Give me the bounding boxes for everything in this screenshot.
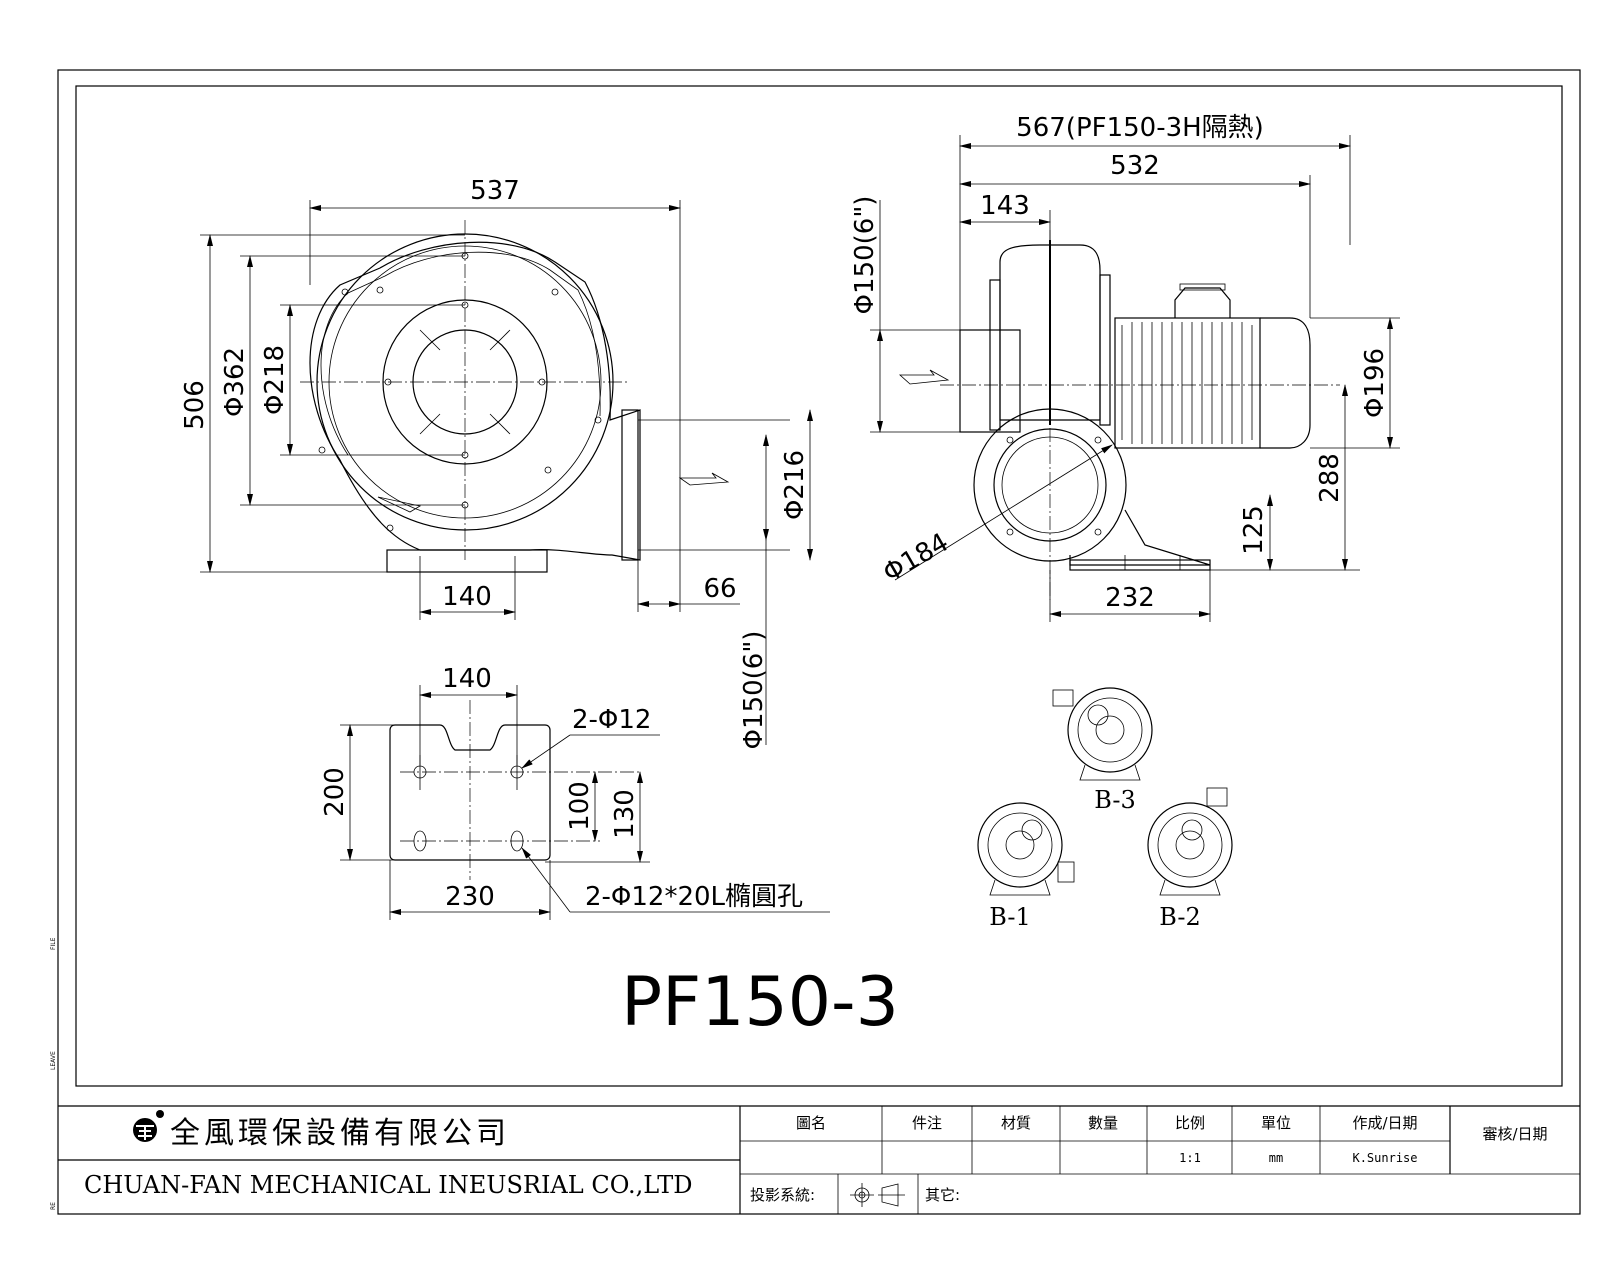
model-title: PF150-3 — [621, 963, 899, 1042]
value-author: K.Sunrise — [1352, 1151, 1417, 1165]
header-material: 材質 — [1001, 1114, 1031, 1132]
company-logo-icon — [133, 1110, 164, 1142]
dim-volute-dia: Φ184 — [878, 528, 954, 589]
dim-width: 537 — [470, 176, 520, 206]
margin-label-leave: LEAVE — [50, 1051, 57, 1070]
company-name-cn: 全風環保設備有限公司 — [170, 1116, 510, 1151]
dim-dia-outer: Φ362 — [220, 347, 250, 417]
dim-height: 506 — [180, 380, 210, 430]
dim-dia-inner: Φ218 — [260, 345, 290, 415]
value-scale: 1:1 — [1179, 1151, 1201, 1165]
dim-base-length: 232 — [1105, 583, 1155, 613]
dim-inlet-size: Φ150(6") — [850, 196, 880, 315]
header-unit: 單位 — [1261, 1114, 1291, 1132]
orientation-b1: B-1 — [977, 802, 1075, 931]
dim-outlet-size: Φ150(6") — [739, 631, 769, 750]
dim-inlet-offset: 143 — [980, 191, 1030, 221]
dim-length-insulated: 567(PF150-3H隔熱) — [1016, 113, 1264, 143]
dim-outlet-offset: 66 — [703, 574, 736, 604]
dim-inner-spacing: 100 — [565, 781, 595, 831]
header-quantity: 數量 — [1088, 1114, 1118, 1132]
note-holes: 2-Φ12 — [572, 705, 651, 735]
projection-symbol-icon — [850, 1183, 905, 1207]
company-name-en: CHUAN-FAN MECHANICAL INEUSRIAL CO.,LTD — [84, 1171, 692, 1199]
header-author-date: 作成/日期 — [1352, 1114, 1417, 1132]
side-view-dimensions: 567(PF150-3H隔熱) 532 143 Φ150(6") Φ196 28… — [850, 113, 1400, 622]
margin-label-file: FILE — [50, 937, 57, 950]
note-slots: 2-Φ12*20L橢圓孔 — [585, 882, 803, 912]
dim-plate-width: 230 — [445, 882, 495, 912]
orientation-b3: B-3 — [1052, 687, 1153, 814]
dim-outer-spacing: 130 — [610, 789, 640, 839]
dim-length: 532 — [1110, 151, 1160, 181]
header-name: 圖名 — [796, 1114, 826, 1132]
front-view — [300, 220, 790, 573]
projection-label: 投影系統: — [750, 1186, 815, 1204]
header-part: 件注 — [912, 1114, 942, 1132]
margin-label-re: RE — [50, 1202, 57, 1210]
outer-border — [57, 69, 1581, 1215]
dim-plate-length: 200 — [320, 767, 350, 817]
inner-border — [75, 85, 1563, 1087]
dim-height-side: 288 — [1315, 453, 1345, 503]
dim-shaft-height: 125 — [1239, 505, 1269, 555]
dim-hole-spacing: 140 — [442, 664, 492, 694]
label-b1: B-1 — [989, 903, 1030, 931]
value-unit: mm — [1269, 1151, 1283, 1165]
label-b3: B-3 — [1094, 786, 1135, 814]
dim-outlet-dia: Φ216 — [780, 450, 810, 520]
other-label: 其它: — [925, 1186, 960, 1204]
side-view — [898, 230, 1340, 600]
header-scale: 比例 — [1175, 1114, 1205, 1132]
dim-motor-dia: Φ196 — [1360, 348, 1390, 418]
base-plate-dimensions: 140 230 200 100 130 2-Φ12 2-Φ12*20L橢圓孔 — [320, 664, 830, 920]
label-b2: B-2 — [1159, 903, 1200, 931]
orientation-b2: B-2 — [1147, 787, 1233, 931]
header-approve: 審核/日期 — [1482, 1125, 1547, 1143]
front-view-dimensions: 537 506 Φ362 Φ218 140 66 Φ216 Φ150(6") — [180, 176, 813, 750]
title-block: 全風環保設備有限公司 CHUAN-FAN MECHANICAL INEUSRIA… — [58, 1105, 1580, 1214]
dim-base-width: 140 — [442, 582, 492, 612]
